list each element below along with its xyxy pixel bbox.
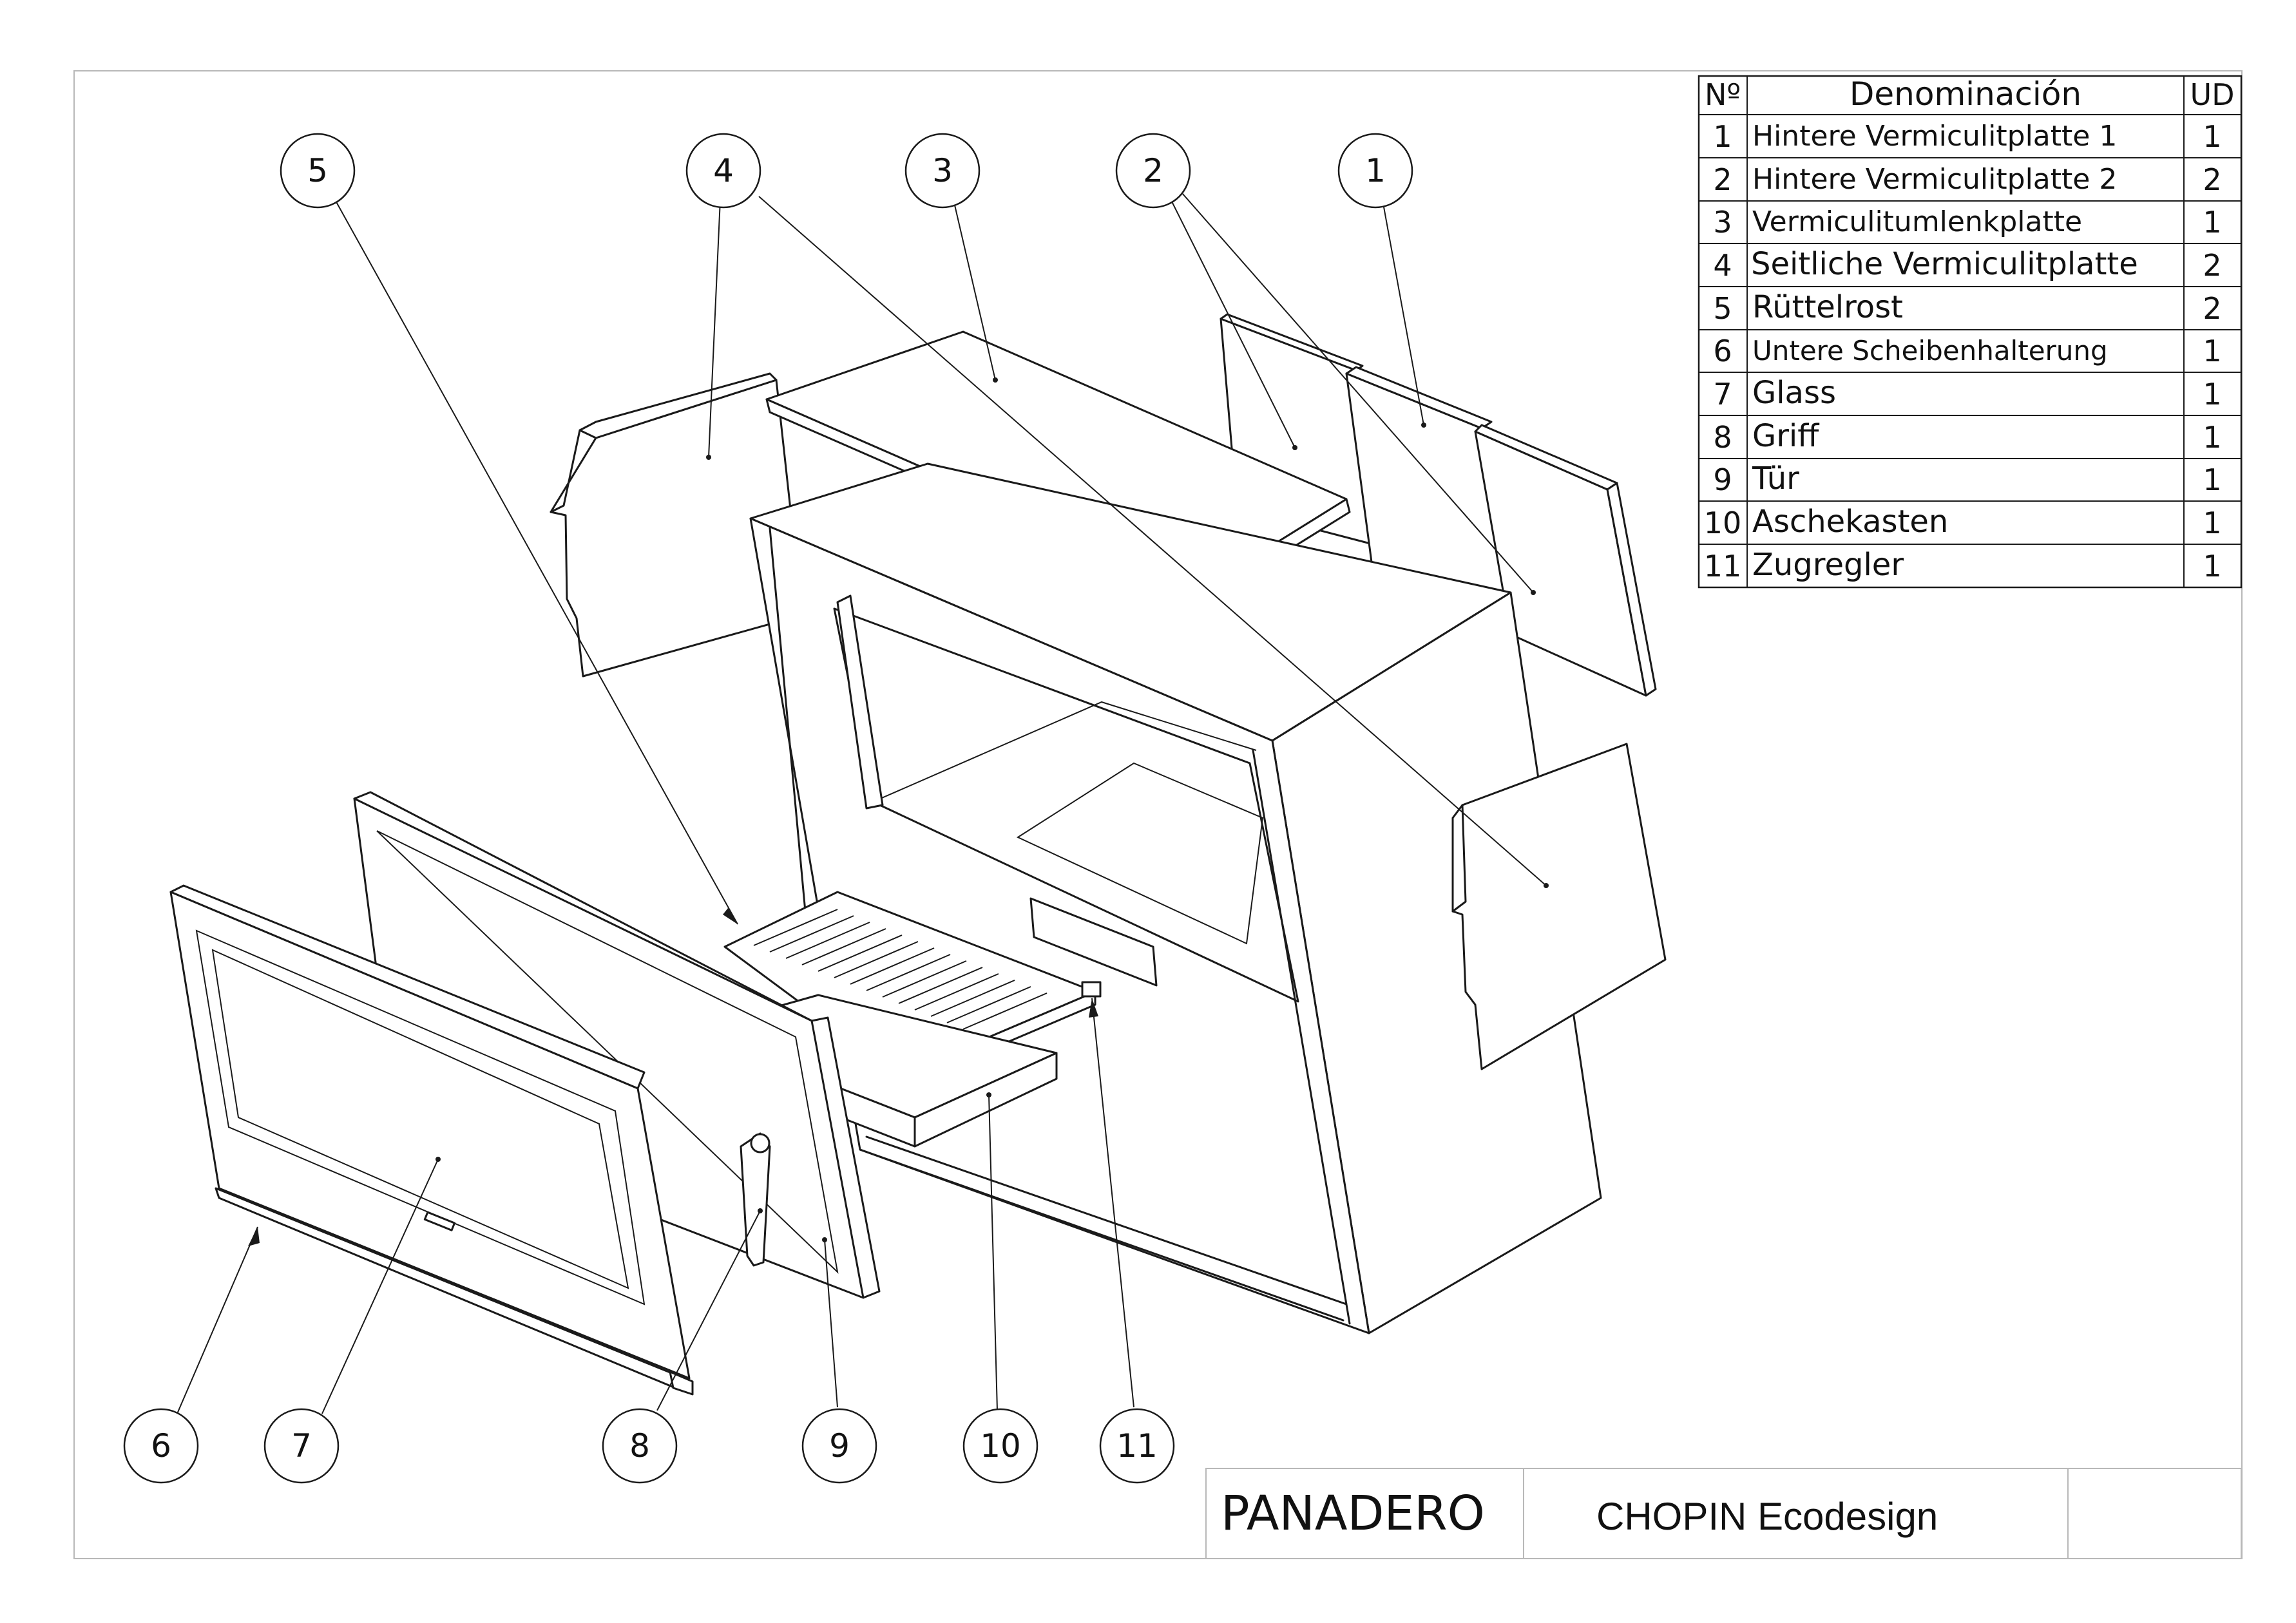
bom-row-name: Vermiculitumlenkplatte [1752,205,2082,238]
part-2-rear-plate-right [1474,424,1657,697]
bom-row: 8 Griff 1 [1713,418,2221,455]
bom-row-qty: 1 [2203,377,2221,412]
part-7-glass-panel [169,884,691,1380]
bom-header-num: Nº [1705,77,1741,112]
part-6-lower-glass-holder [215,1187,694,1396]
bom-row-name: Griff [1752,418,1819,454]
balloon-7-label: 7 [291,1427,312,1465]
bom-row-qty: 1 [2203,420,2221,455]
bom-row-num: 11 [1704,549,1742,584]
bom-row: 11 Zugregler 1 [1704,547,2222,584]
bom-row-name: Hintere Vermiculitplatte 2 [1752,163,2117,196]
bom-row-num: 5 [1713,291,1732,326]
bom-row-qty: 1 [2203,119,2221,154]
model-name: CHOPIN Ecodesign [1596,1495,1938,1538]
bom-row: 3 Vermiculitumlenkplatte 1 [1713,205,2221,240]
bom-row: 4 Seitliche Vermiculitplatte 2 [1713,246,2221,283]
company-name: PANADERO [1221,1486,1485,1541]
balloon-3: 3 [904,133,981,209]
balloon-2: 2 [1115,133,1191,209]
bom-row-qty: 2 [2203,291,2221,326]
bom-row-name: Glass [1752,375,1836,411]
part-4-left-side-plate [550,372,803,678]
balloon-2-label: 2 [1143,152,1163,189]
balloon-9: 9 [801,1408,877,1484]
bom-row-num: 10 [1704,506,1742,540]
bom-row-num: 4 [1713,248,1732,283]
bom-row-qty: 1 [2203,506,2221,540]
bom-row-num: 8 [1713,420,1732,455]
balloon-6: 6 [123,1408,199,1484]
bom-row-num: 3 [1713,205,1732,240]
balloon-4-label: 4 [713,152,734,189]
balloon-6-label: 6 [151,1427,171,1465]
bom-row-name: Untere Scheibenhalterung [1752,335,2108,366]
part-4-right-side-plate [1451,743,1667,1070]
bom-row: 9 Tür 1 [1713,460,2221,497]
bom-row-num: 6 [1713,334,1732,368]
bom-row-qty: 1 [2203,334,2221,368]
balloon-4: 4 [685,133,761,209]
bom-row-num: 9 [1713,462,1732,497]
sheet-border [73,70,2243,1559]
balloon-5-label: 5 [307,152,328,189]
part-9-door [353,791,881,1299]
bom-row-name: Rüttelrost [1752,289,1903,325]
bom-row: 2 Hintere Vermiculitplatte 2 2 [1713,162,2221,197]
bom-row: 1 Hintere Vermiculitplatte 1 1 [1713,119,2221,154]
balloon-11: 11 [1099,1408,1175,1484]
bom-row-num: 7 [1713,377,1732,412]
part-11-air-regulator [1081,981,1102,998]
bom-row-qty: 1 [2203,462,2221,497]
bom-row-qty: 2 [2203,162,2221,197]
balloon-8: 8 [602,1408,678,1484]
balloon-8-label: 8 [629,1427,650,1465]
bom-row-qty: 1 [2203,549,2221,584]
grate-slots [753,909,1048,1030]
balloon-10: 10 [962,1408,1038,1484]
balloon-1-label: 1 [1365,152,1386,189]
bom-row-name: Aschekasten [1752,504,1948,540]
bom-row-name: Tür [1752,460,1799,497]
bom-row-qty: 2 [2203,248,2221,283]
bom-table: Nº Denominación UD 1 Hintere Vermiculitp… [1698,75,2243,589]
bom-row-name: Seitliche Vermiculitplatte [1751,246,2138,282]
balloon-3-label: 3 [932,152,953,189]
balloon-10-label: 10 [980,1427,1021,1465]
bom-row-name: Zugregler [1752,547,1904,583]
balloon-7: 7 [263,1408,340,1484]
bom-header-name: Denominación [1850,75,2081,113]
title-block: PANADERO CHOPIN Ecodesign [1205,1468,2242,1559]
bom-row-qty: 1 [2203,205,2221,240]
balloon-5: 5 [280,133,356,209]
balloon-11-label: 11 [1116,1427,1158,1465]
bom-row-num: 2 [1713,162,1732,197]
balloon-1: 1 [1337,133,1413,209]
bom-row: 10 Aschekasten 1 [1704,504,2222,540]
bom-row: 6 Untere Scheibenhalterung 1 [1713,334,2221,368]
bom-row: 7 Glass 1 [1713,375,2221,412]
bom-header-qty: UD [2190,77,2234,112]
bom-row-num: 1 [1713,119,1732,154]
bom-row-name: Hintere Vermiculitplatte 1 [1752,120,2117,153]
assembly-geometry [169,313,1667,1396]
part-8-handle [740,1132,771,1267]
leader-lines [177,193,1549,1414]
bom-row: 5 Rüttelrost 2 [1713,289,2221,326]
balloon-9-label: 9 [829,1427,850,1465]
balloons: 5 4 3 2 1 6 7 8 [123,133,1413,1484]
